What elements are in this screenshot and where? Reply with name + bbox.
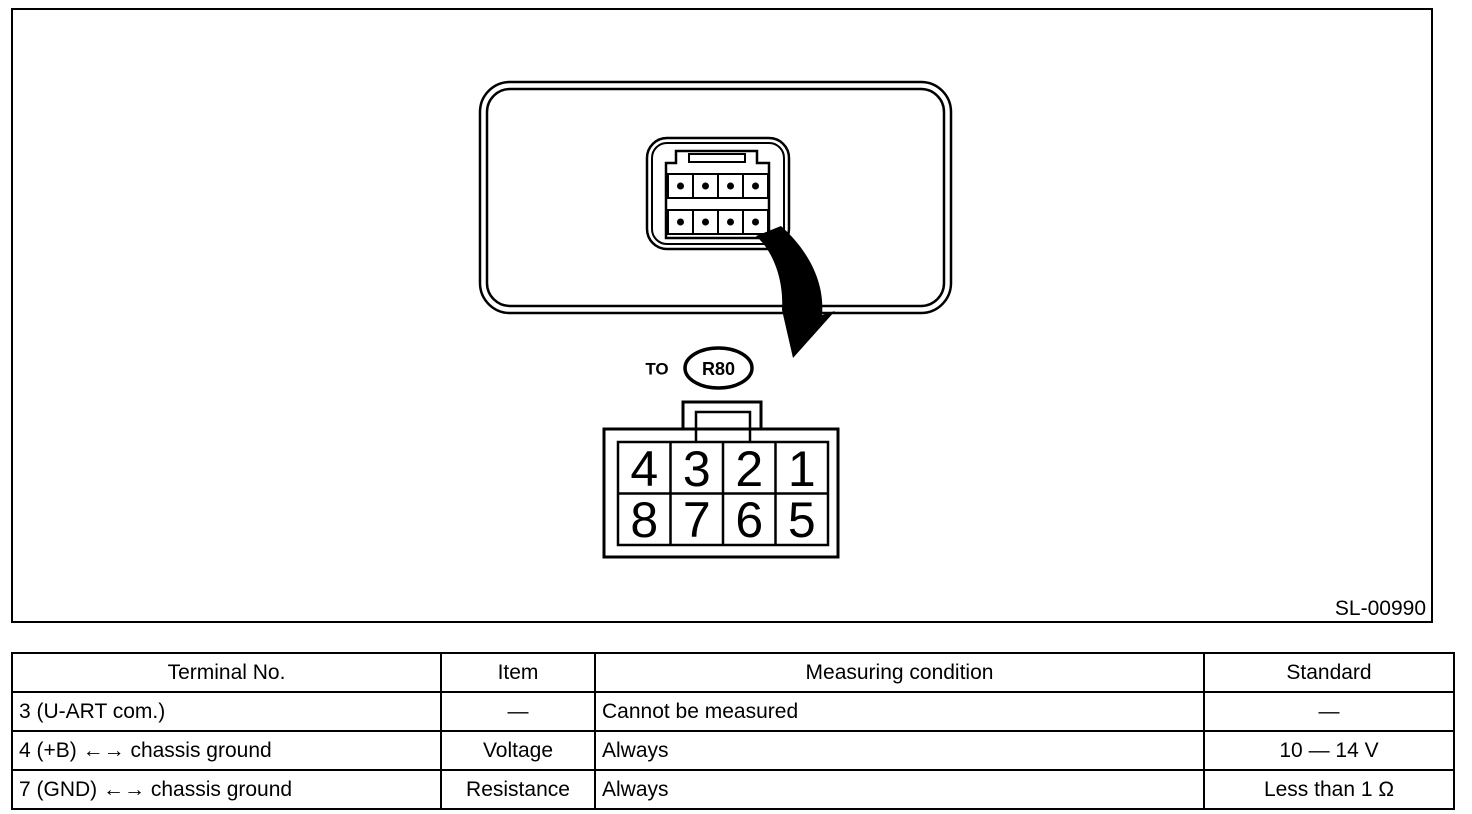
terminal-number: 8: [630, 492, 658, 548]
unit-connector-outline-inner: [651, 142, 785, 245]
pin-contact: [702, 218, 709, 226]
col-header-measuring-condition: Measuring condition: [594, 652, 1205, 693]
connector-ref-ellipse: [683, 346, 754, 390]
col-header-item: Item: [440, 652, 596, 693]
pin-contact: [727, 218, 734, 226]
pin-contact: [677, 218, 684, 226]
diagram-svg: TO R80 4 3 2 1 8 7 6 5: [478, 80, 1426, 620]
unit-connector: [645, 136, 791, 251]
harness-connector-tab: [681, 400, 763, 429]
harness-connector-body: [602, 427, 840, 559]
table-row: 7 (GND) ←→ chassis ground Resistance Alw…: [11, 769, 1455, 810]
cell-standard: 10 — 14 V: [1203, 730, 1455, 771]
harness-connector: 4 3 2 1 8 7 6 5: [602, 400, 840, 559]
terminal-number: 7: [683, 492, 711, 548]
cell-item: Voltage: [440, 730, 596, 771]
cell-measuring-condition: Always: [594, 730, 1205, 771]
unit-connector-outline-outer: [645, 136, 791, 251]
cell-measuring-condition: Cannot be measured: [594, 691, 1205, 732]
table-row: 4 (+B) ←→ chassis ground Voltage Always …: [11, 730, 1455, 771]
cell-terminal-no: 4 (+B) ←→ chassis ground: [11, 730, 442, 771]
cell-measuring-condition: Always: [594, 769, 1205, 810]
to-label: TO: [645, 360, 668, 379]
cell-item: Resistance: [440, 769, 596, 810]
connector-diagram-panel: TO R80 4 3 2 1 8 7 6 5: [11, 8, 1433, 623]
terminal-number: 4: [630, 441, 658, 497]
col-header-terminal-no: Terminal No.: [11, 652, 442, 693]
table-row: 3 (U-ART com.) — Cannot be measured —: [11, 691, 1455, 732]
cell-item: —: [440, 691, 596, 732]
pin-contact: [702, 182, 709, 190]
col-header-standard: Standard: [1203, 652, 1455, 693]
cell-standard: —: [1203, 691, 1455, 732]
pin-contact: [752, 182, 759, 190]
terminal-number: 3: [683, 441, 711, 497]
pin-contact: [677, 182, 684, 190]
terminal-number: 1: [788, 441, 816, 497]
control-unit-outline-outer: [478, 80, 953, 315]
figure-code-label: SL-00990: [1335, 597, 1426, 620]
connector-ref-label: R80: [702, 359, 735, 379]
control-unit-outline-inner: [485, 87, 946, 308]
table-header-row: Terminal No. Item Measuring condition St…: [11, 652, 1455, 693]
terminal-spec-table: Terminal No. Item Measuring condition St…: [11, 652, 1455, 810]
terminal-number: 5: [788, 492, 816, 548]
terminal-number: 2: [735, 441, 763, 497]
unit-connector-key-slot: [688, 153, 746, 163]
cell-terminal-no: 3 (U-ART com.): [11, 691, 442, 732]
pin-cavity: [742, 209, 769, 235]
cell-standard: Less than 1 Ω: [1203, 769, 1455, 810]
pin-contact: [727, 182, 734, 190]
callout-arrow-icon: [756, 226, 835, 358]
pin-cavity: [742, 173, 769, 199]
terminal-number: 6: [735, 492, 763, 548]
cell-terminal-no: 7 (GND) ←→ chassis ground: [11, 769, 442, 810]
harness-connector-key: [694, 410, 752, 442]
pin-contact: [752, 218, 759, 226]
